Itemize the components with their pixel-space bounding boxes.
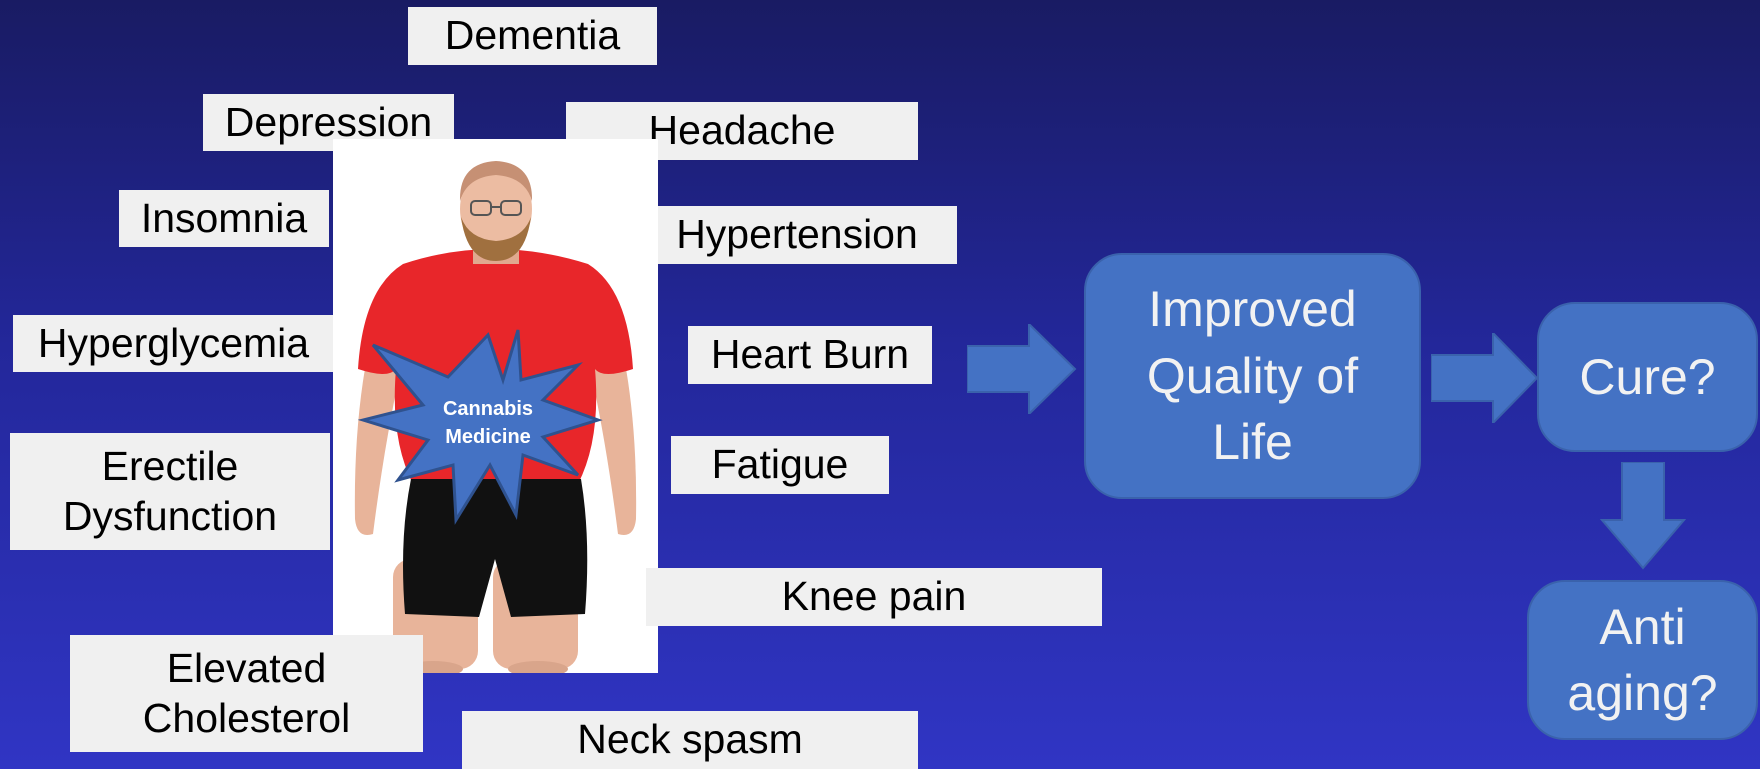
starburst-shape bbox=[363, 330, 598, 520]
box-cure: Cure? bbox=[1537, 302, 1758, 452]
label-heart-burn: Heart Burn bbox=[688, 326, 932, 384]
label-erectile-dysfunction: Erectile Dysfunction bbox=[10, 433, 330, 550]
label-fatigue: Fatigue bbox=[671, 436, 889, 494]
cannabis-medicine-starburst: Cannabis Medicine bbox=[358, 325, 618, 525]
arrow-down bbox=[1600, 462, 1686, 570]
starburst-line2: Medicine bbox=[445, 426, 531, 448]
label-insomnia: Insomnia bbox=[119, 190, 329, 247]
label-neck-spasm: Neck spasm bbox=[462, 711, 918, 769]
box-improved-quality-of-life: Improved Quality of Life bbox=[1084, 253, 1421, 499]
arrow-right-1 bbox=[967, 324, 1077, 414]
label-dementia: Dementia bbox=[408, 7, 657, 65]
label-hypertension: Hypertension bbox=[637, 206, 957, 264]
label-knee-pain: Knee pain bbox=[646, 568, 1102, 626]
starburst-line1: Cannabis bbox=[443, 398, 533, 420]
label-elevated-cholesterol: Elevated Cholesterol bbox=[70, 635, 423, 752]
box-anti-aging: Anti aging? bbox=[1527, 580, 1758, 740]
label-hyperglycemia: Hyperglycemia bbox=[13, 315, 334, 372]
arrow-right-2 bbox=[1431, 333, 1541, 423]
